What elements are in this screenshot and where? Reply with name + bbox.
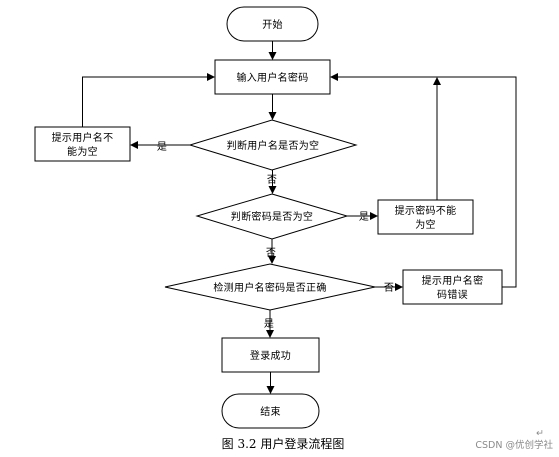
- password-empty-msg-box: [377, 199, 474, 235]
- check-username-label: 判断用户名是否为空: [227, 139, 320, 152]
- verify-credentials-label: 检测用户名密码是否正确: [213, 281, 326, 294]
- edge-verify-no-label: 否: [384, 282, 394, 294]
- password-empty-msg-line1: 提示密码不能: [395, 204, 457, 217]
- edge-password-yes-label: 是: [359, 211, 369, 223]
- wrong-credentials-msg-box: [402, 269, 503, 305]
- edge-username-msg-back: [82, 73, 215, 127]
- paragraph-end-mark: ↵: [536, 428, 544, 439]
- username-empty-msg-box: [34, 126, 131, 162]
- edge-password-no-label: 否: [266, 247, 276, 259]
- login-success-box: [221, 337, 320, 373]
- wrong-credentials-msg-line1: 提示用户名密: [422, 274, 484, 287]
- input-credentials-label: 输入用户名密码: [236, 71, 308, 84]
- end-terminal: [221, 393, 320, 429]
- password-empty-msg-line2: 为空: [415, 218, 436, 231]
- edge-verify-yes-label: 是: [264, 318, 274, 330]
- check-password-label: 判断密码是否为空: [231, 210, 313, 223]
- login-success-label: 登录成功: [250, 349, 291, 362]
- edge-username-yes-label: 是: [157, 141, 167, 153]
- input-credentials-box: [214, 59, 331, 95]
- username-empty-msg-line1: 提示用户名不: [52, 131, 114, 144]
- edge-wrong-msg-back: [330, 73, 517, 288]
- wrong-credentials-msg-line2: 码错误: [437, 288, 468, 301]
- username-empty-msg-line2: 能为空: [67, 145, 98, 158]
- figure-caption: 图 3.2 用户登录流程图: [222, 436, 345, 451]
- edge-username-no-label: 否: [267, 174, 277, 186]
- csdn-watermark: CSDN @优创学社: [475, 439, 553, 451]
- end-label: 结束: [260, 405, 281, 418]
- start-label: 开始: [262, 18, 283, 31]
